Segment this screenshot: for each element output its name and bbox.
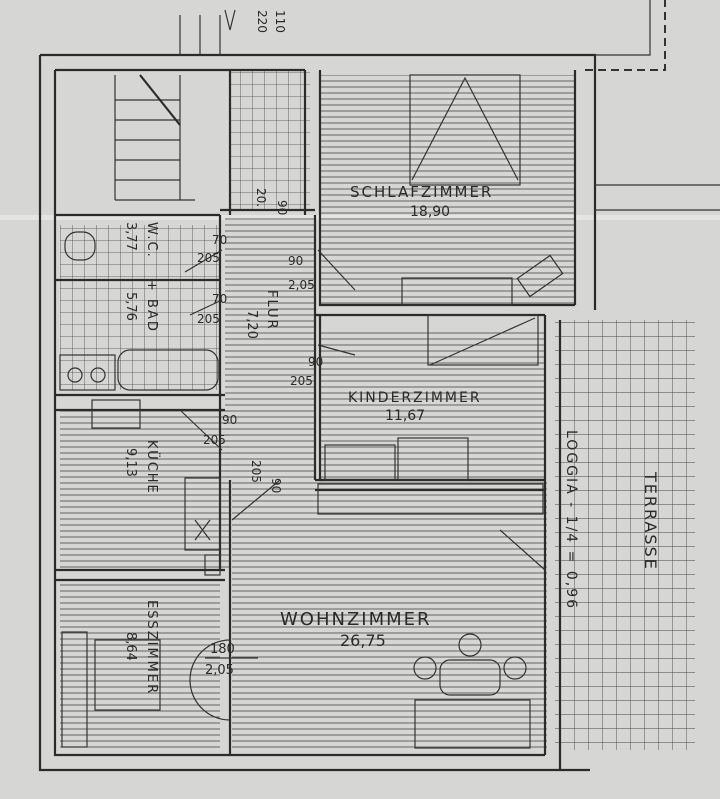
washbasin-icon xyxy=(59,354,116,391)
sideboard-icon xyxy=(317,483,544,515)
schlafzimmer-area: 18,90 xyxy=(410,204,450,220)
door-dim-schlaf-h: 2,05 xyxy=(288,278,315,292)
wohnzimmer-floor xyxy=(232,480,547,750)
door-dim-kueche-w: 90 xyxy=(222,413,237,427)
kinderzimmer-area: 11,67 xyxy=(385,408,425,424)
door-dim-wc-h: 205 xyxy=(197,251,220,265)
stair-walls xyxy=(220,70,315,215)
upper-right-line xyxy=(595,0,651,56)
flur-floor xyxy=(225,215,315,480)
flur-area: 7,20 xyxy=(244,310,259,339)
kueche-label: KÜCHE xyxy=(144,440,161,495)
door-dim-bad-h: 205 xyxy=(197,312,220,326)
bath-walls xyxy=(55,213,225,412)
esszimmer-furniture xyxy=(61,631,161,748)
door-dim-schlaf-w: 90 xyxy=(288,254,303,268)
bad-label: + BAD xyxy=(144,280,159,333)
opening-dim-ess-h: 2,05 xyxy=(205,663,234,678)
wohnzimmer-label: WOHNZIMMER xyxy=(280,609,432,630)
door-dim-stair-h: 220 xyxy=(255,10,269,33)
chair-icon xyxy=(516,254,564,298)
kinderzimmer-floor xyxy=(320,330,545,480)
cabinet-icon xyxy=(397,437,469,481)
bench-icon xyxy=(61,631,88,748)
bath-fixtures xyxy=(59,231,219,391)
kueche-area: 9,13 xyxy=(123,448,138,477)
sink-icon xyxy=(91,399,141,429)
wohnzimmer-furniture xyxy=(317,483,544,749)
door-dim-wohn-w: 205 xyxy=(249,460,263,483)
toilet-icon xyxy=(64,231,96,261)
bad-area: 5,76 xyxy=(123,292,138,321)
table-icon xyxy=(439,659,501,696)
kueche-floor xyxy=(60,410,230,570)
schlafzimmer-label: SCHLAFZIMMER xyxy=(350,183,493,201)
kinderzimmer-label: KINDERZIMMER xyxy=(348,390,482,406)
fridge-icon xyxy=(204,554,221,576)
landing-tiles xyxy=(230,70,310,210)
terrasse-tiles xyxy=(555,320,695,750)
door-dim-bad-w: 70 xyxy=(212,292,227,306)
chair-icon xyxy=(458,633,482,657)
opening-dim-ess-w: 180 xyxy=(210,642,235,657)
schlafzimmer-furniture xyxy=(401,74,564,306)
door-dim-stair-w: 110 xyxy=(273,10,287,33)
bad-tiles xyxy=(60,225,220,390)
schlafzimmer-floor xyxy=(320,75,575,305)
door-dim-wc-w: 70 xyxy=(212,233,227,247)
kitchen-fixtures xyxy=(91,399,221,576)
dining-table-icon xyxy=(94,639,161,711)
kinderzimmer-furniture xyxy=(324,314,539,481)
desk-icon xyxy=(324,444,396,481)
double-bed-icon xyxy=(409,74,521,186)
flur-label: FLUR xyxy=(264,290,279,331)
esszimmer-area: 8,64 xyxy=(123,632,138,661)
bathtub-icon xyxy=(117,349,219,391)
terrasse-label: TERRASSE xyxy=(641,471,660,571)
wc-area: 3,77 xyxy=(123,222,138,251)
door-dim-flur-h: 20. xyxy=(254,188,268,207)
wardrobe-icon xyxy=(401,277,513,306)
door-dim-kinder-w: 90 xyxy=(308,355,323,369)
door-swings xyxy=(179,249,546,721)
staircase xyxy=(114,9,236,201)
top-terrace-lines xyxy=(595,184,720,211)
door-dim-kinder-h: 205 xyxy=(290,374,313,388)
door-dim-kueche-h: 205 xyxy=(203,433,226,447)
inner-outer-wall xyxy=(53,68,545,757)
flur-walls xyxy=(218,215,317,480)
door-dim-wohn-h: 90 xyxy=(269,478,283,493)
sofa-icon xyxy=(414,699,531,749)
door-dim-flur-w: 90 xyxy=(275,200,289,215)
esszimmer-floor xyxy=(60,580,220,750)
wc-label: W.C. xyxy=(144,222,159,259)
wohnzimmer-area: 26,75 xyxy=(340,631,386,650)
loggia-label: LOGGIA - 1/4 = 0,96 xyxy=(563,430,579,610)
stove-icon xyxy=(184,477,221,551)
outer-wall xyxy=(38,53,590,772)
east-wall xyxy=(543,315,562,770)
esszimmer-label: ESSZIMMER xyxy=(144,600,159,695)
upper-dash-line xyxy=(585,0,666,71)
bed-icon xyxy=(427,314,539,366)
